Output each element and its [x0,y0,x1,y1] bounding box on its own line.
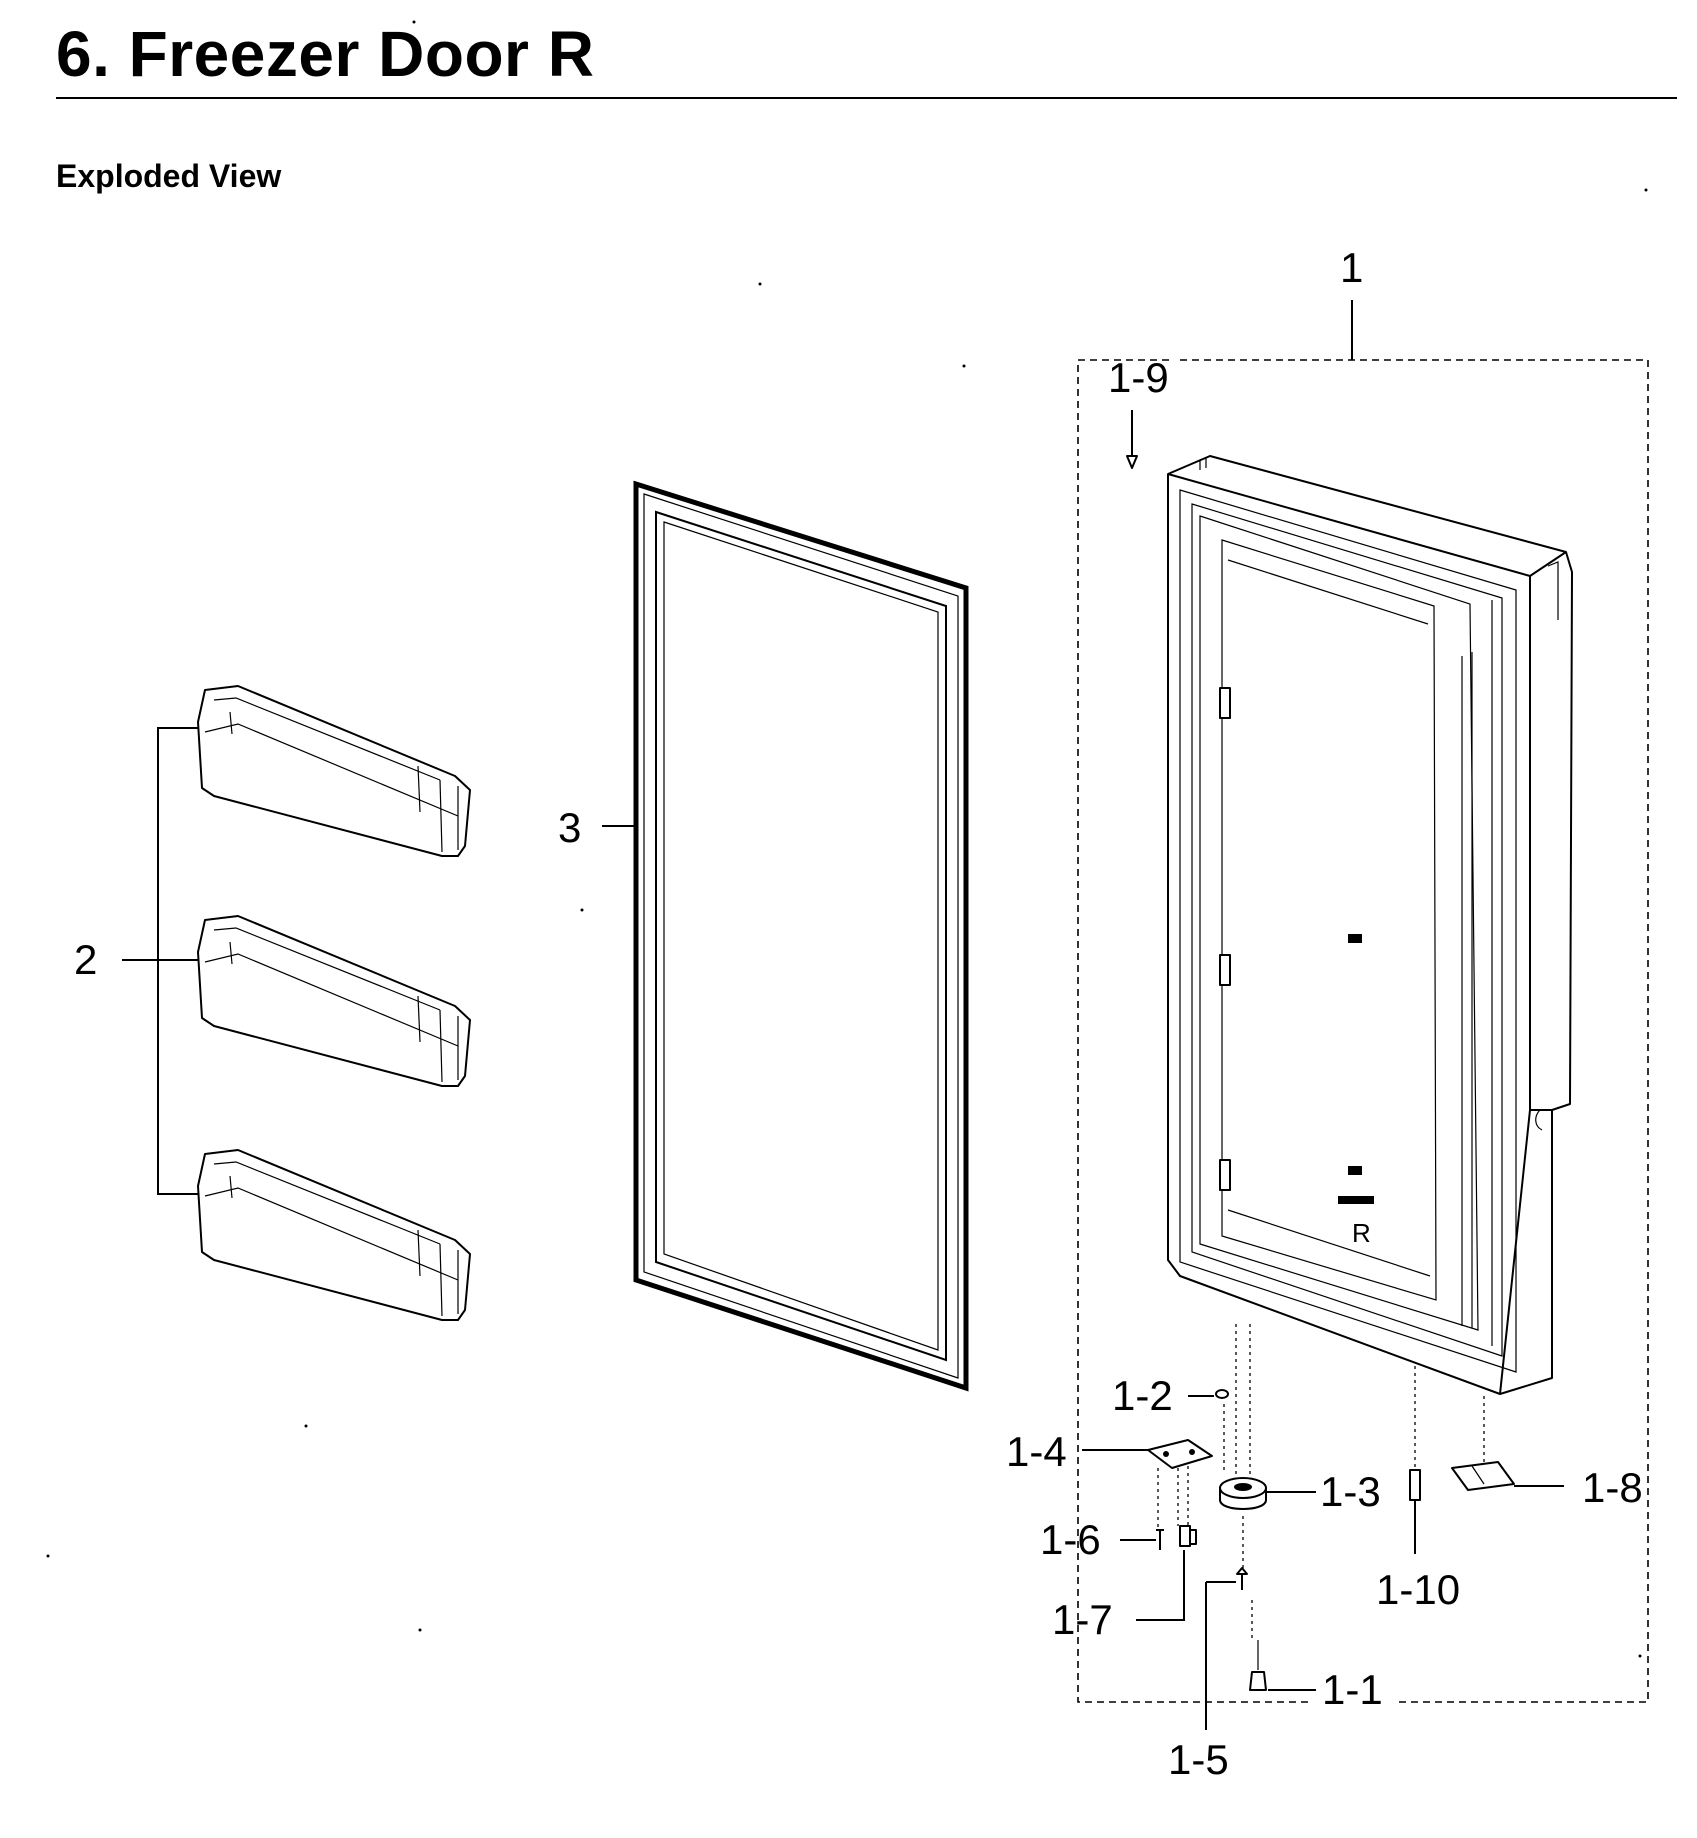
nut-1-7 [1179,1525,1197,1547]
callout-1-7: 1-7 [1052,1596,1113,1643]
hinge-bracket-1-4 [1147,1439,1213,1469]
callout-1-1: 1-1 [1322,1666,1383,1713]
callout-1-5: 1-5 [1168,1736,1229,1783]
guide-line [1242,1516,1253,1640]
guide-line [1235,1324,1251,1474]
door-assembly: R [1167,455,1573,1395]
door-bin-bottom [197,1149,471,1321]
guide-line [1157,1466,1189,1530]
callout-1-3: 1-3 [1320,1468,1381,1515]
washer-1-2 [1215,1389,1229,1399]
door-gasket [633,480,969,1392]
door-marking: R [1352,1218,1371,1248]
door-model-mark [1338,1196,1374,1204]
callout-2-bracket [122,727,198,1195]
hinge-cap-1-8 [1451,1461,1515,1491]
title-rule [56,97,1677,99]
screw-1-5 [1236,1567,1248,1590]
hinge-bushing-1-3 [1219,1477,1267,1510]
callout-2: 2 [74,936,97,983]
door-label-mark [1348,934,1362,943]
pin-1-10 [1409,1469,1421,1501]
callout-1-9: 1-9 [1108,354,1169,401]
bolt-1-6 [1156,1529,1164,1550]
section-title: Exploded View [56,158,282,194]
callout-1: 1 [1340,244,1363,291]
callout-1-10: 1-10 [1376,1566,1460,1613]
page-title: 6. Freezer Door R [56,18,595,90]
callout-1-7-leader [1136,1550,1185,1621]
screw-1-9 [1126,410,1138,469]
callout-1-2: 1-2 [1112,1372,1173,1419]
callout-1-4: 1-4 [1006,1428,1067,1475]
screw-1-1 [1249,1640,1267,1691]
door-bin-top [197,685,471,857]
door-bin-middle [197,915,471,1087]
scan-specks [46,20,1648,1658]
callout-3: 3 [558,804,581,851]
assembly-boundary [1077,359,1649,1703]
callout-1-8: 1-8 [1582,1464,1643,1511]
door-label-mark [1348,1166,1362,1175]
callout-1-6: 1-6 [1040,1516,1101,1563]
